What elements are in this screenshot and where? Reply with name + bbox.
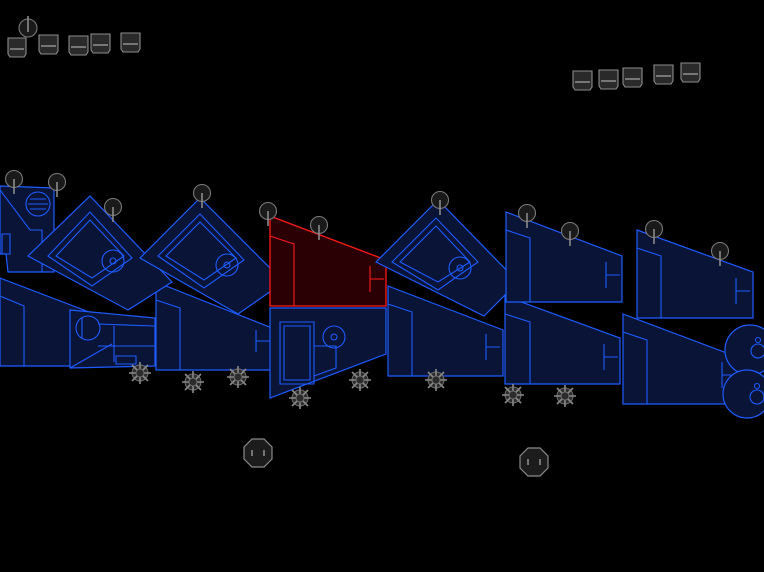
- panel-lower-6[interactable]: [504, 295, 621, 385]
- seat-icon[interactable]: [680, 62, 701, 83]
- knob-icon[interactable]: [560, 221, 580, 247]
- gear-icon[interactable]: [289, 387, 311, 409]
- gear-icon[interactable]: [425, 369, 447, 391]
- gear-row: [129, 362, 576, 409]
- seat-group-top-left: [7, 16, 141, 58]
- gear-icon[interactable]: [182, 371, 204, 393]
- node-group: [243, 438, 549, 477]
- gear-icon[interactable]: [502, 384, 524, 406]
- knob-icon[interactable]: [103, 197, 123, 223]
- panel-row-lower: [0, 277, 741, 405]
- knob-icon[interactable]: [517, 203, 537, 229]
- knob-icon[interactable]: [192, 183, 212, 209]
- seat-group-top-right: [572, 62, 701, 91]
- seat-icon[interactable]: [68, 35, 89, 56]
- node-icon[interactable]: [243, 438, 273, 468]
- wheel-icon[interactable]: [722, 369, 764, 419]
- panel-lower-7[interactable]: [622, 313, 741, 405]
- panel-upper-selected[interactable]: [269, 215, 387, 307]
- panel-lower-5[interactable]: [387, 285, 504, 377]
- seat-icon[interactable]: [120, 32, 141, 53]
- seat-icon[interactable]: [7, 37, 27, 58]
- gear-icon[interactable]: [129, 362, 151, 384]
- knob-icon[interactable]: [258, 201, 278, 227]
- knob-icon[interactable]: [430, 190, 450, 216]
- knob-icon[interactable]: [4, 169, 24, 195]
- seat-icon[interactable]: [90, 33, 111, 54]
- panel-upper-6[interactable]: [505, 211, 623, 303]
- seat-icon[interactable]: [622, 67, 643, 88]
- knob-icon[interactable]: [710, 241, 730, 267]
- wheel-group-right: [722, 324, 764, 419]
- knob-icon[interactable]: [309, 215, 329, 241]
- gear-icon[interactable]: [227, 366, 249, 388]
- seat-icon[interactable]: [598, 69, 619, 90]
- panel-row-upper: [0, 185, 754, 319]
- knob-row: [4, 169, 730, 267]
- knob-icon[interactable]: [644, 219, 664, 245]
- panel-lower-4[interactable]: [269, 307, 387, 399]
- seat-icon[interactable]: [38, 34, 59, 55]
- gear-icon[interactable]: [554, 385, 576, 407]
- panel-upper-3[interactable]: [139, 197, 285, 315]
- knob-icon[interactable]: [18, 16, 38, 38]
- node-icon[interactable]: [519, 447, 549, 477]
- seat-icon[interactable]: [572, 70, 593, 91]
- panel-lower-2[interactable]: [69, 309, 156, 369]
- knob-icon[interactable]: [47, 172, 67, 198]
- panel-upper-5[interactable]: [374, 199, 519, 317]
- gear-icon[interactable]: [349, 369, 371, 391]
- panel-upper-2[interactable]: [26, 195, 173, 311]
- seat-icon[interactable]: [653, 64, 674, 85]
